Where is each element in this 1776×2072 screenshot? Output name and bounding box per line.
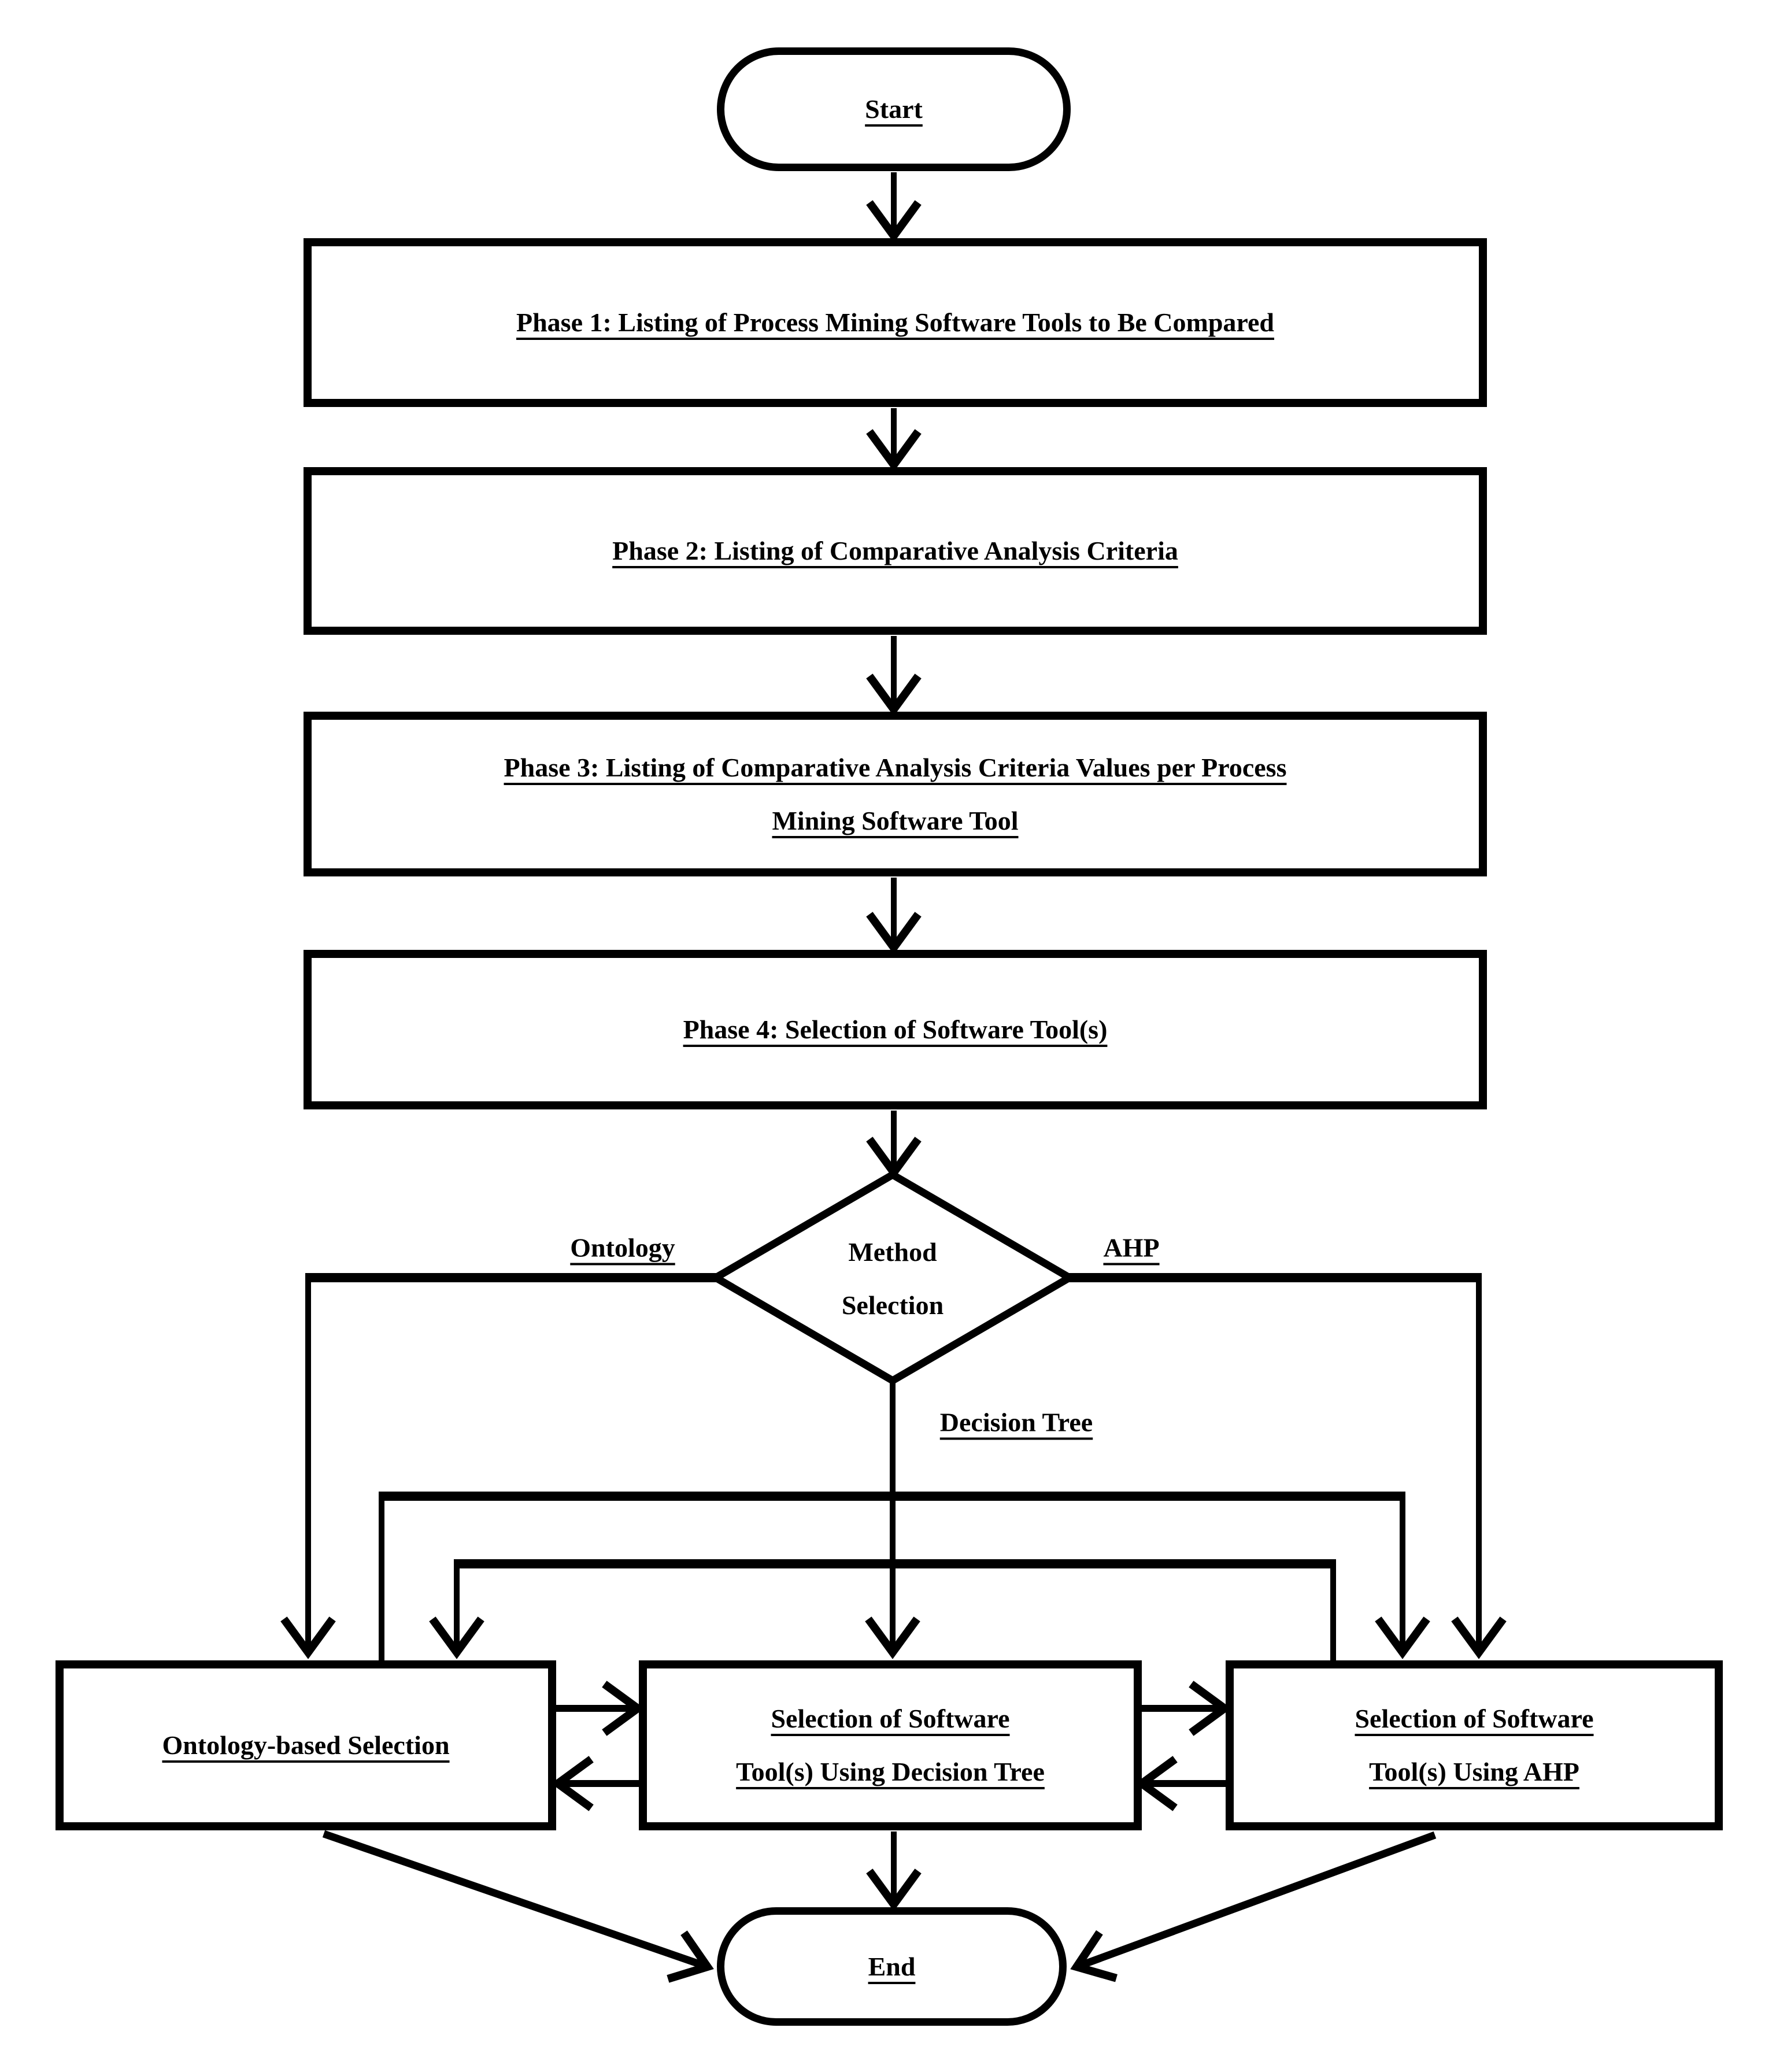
phase1-label: Phase 1: Listing of Process Mining Softw… xyxy=(516,308,1275,337)
phase1-node: Phase 1: Listing of Process Mining Softw… xyxy=(304,238,1487,407)
ontology-selection-node: Ontology-based Selection xyxy=(56,1660,556,1830)
ahp-selection-line2: Tool(s) Using AHP xyxy=(1369,1757,1579,1786)
start-node: Start xyxy=(717,47,1071,171)
edge-label-decision-tree: Decision Tree xyxy=(939,1407,1093,1437)
phase3-label-line2: Mining Software Tool xyxy=(772,805,1019,835)
end-node: End xyxy=(717,1907,1067,2026)
phase4-label: Phase 4: Selection of Software Tool(s) xyxy=(683,1015,1108,1044)
phase3-node: Phase 3: Listing of Comparative Analysis… xyxy=(304,712,1487,876)
phase2-node: Phase 2: Listing of Comparative Analysis… xyxy=(304,467,1487,635)
end-label: End xyxy=(868,1951,916,1981)
edge-ahp-to-end xyxy=(1070,1831,1437,1982)
phase4-node: Phase 4: Selection of Software Tool(s) xyxy=(304,950,1487,1109)
decision-label-line2: Selection xyxy=(841,1290,944,1320)
decision-tree-selection-line1: Selection of Software xyxy=(771,1704,1010,1733)
ahp-selection-node: Selection of Software Tool(s) Using AHP xyxy=(1226,1660,1723,1830)
phase2-label: Phase 2: Listing of Comparative Analysis… xyxy=(612,536,1178,565)
decision-diamond-shape xyxy=(708,1170,1077,1385)
ontology-selection-label: Ontology-based Selection xyxy=(162,1730,450,1760)
edge-ontology-to-end xyxy=(322,1830,714,1983)
edge-label-ahp: AHP xyxy=(1103,1233,1160,1263)
start-label: Start xyxy=(865,94,923,124)
edge-label-ontology: Ontology xyxy=(570,1233,675,1263)
decision-tree-selection-line2: Tool(s) Using Decision Tree xyxy=(736,1757,1045,1786)
decision-label-line1: Method xyxy=(848,1237,937,1267)
decision-tree-selection-node: Selection of Software Tool(s) Using Deci… xyxy=(639,1660,1142,1830)
phase3-label-line1: Phase 3: Listing of Comparative Analysis… xyxy=(504,752,1287,782)
decision-node: Method Selection xyxy=(842,1226,944,1332)
ahp-selection-line1: Selection of Software xyxy=(1355,1704,1594,1733)
